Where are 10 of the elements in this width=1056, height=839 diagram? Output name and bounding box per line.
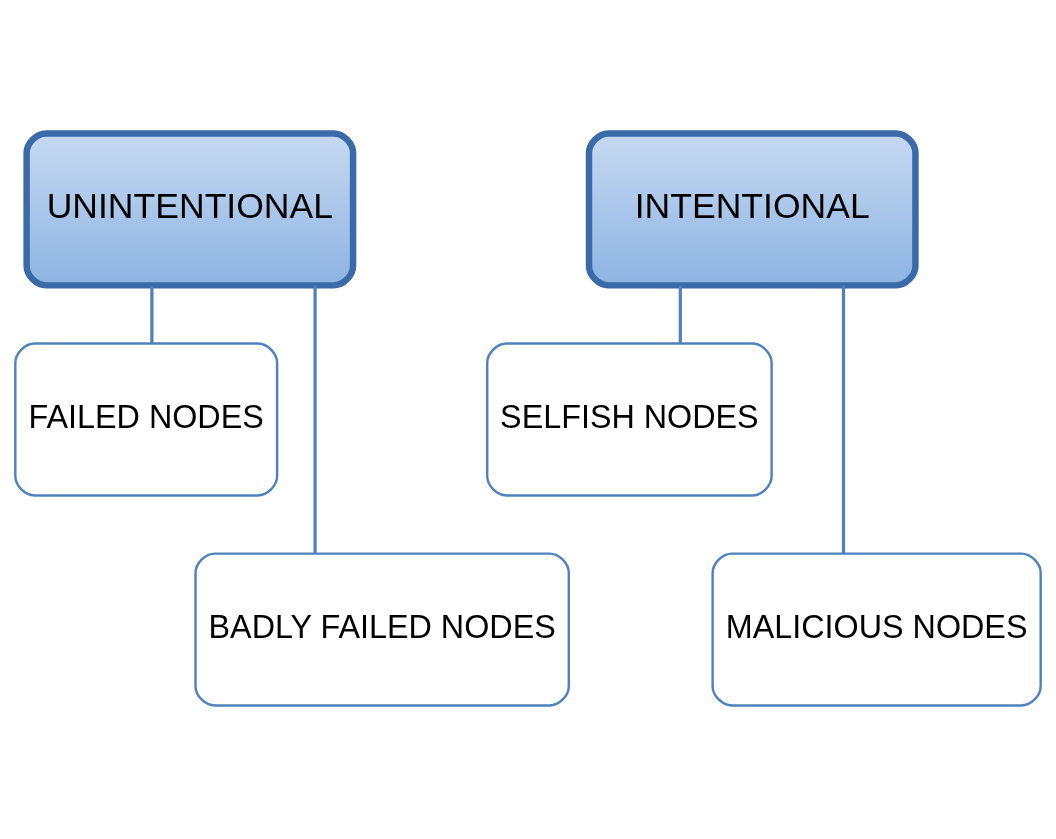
node-box: FAILED NODES xyxy=(14,342,279,497)
connector xyxy=(841,285,846,554)
node-box: MALICIOUS NODES xyxy=(711,552,1042,707)
node-box: SELFISH NODES xyxy=(486,342,773,497)
connector xyxy=(678,285,682,344)
connector xyxy=(150,285,154,344)
node-box: UNINTENTIONAL xyxy=(23,130,357,289)
connector xyxy=(313,285,317,554)
node-box: BADLY FAILED NODES xyxy=(194,552,570,707)
node-box: INTENTIONAL xyxy=(585,130,919,289)
